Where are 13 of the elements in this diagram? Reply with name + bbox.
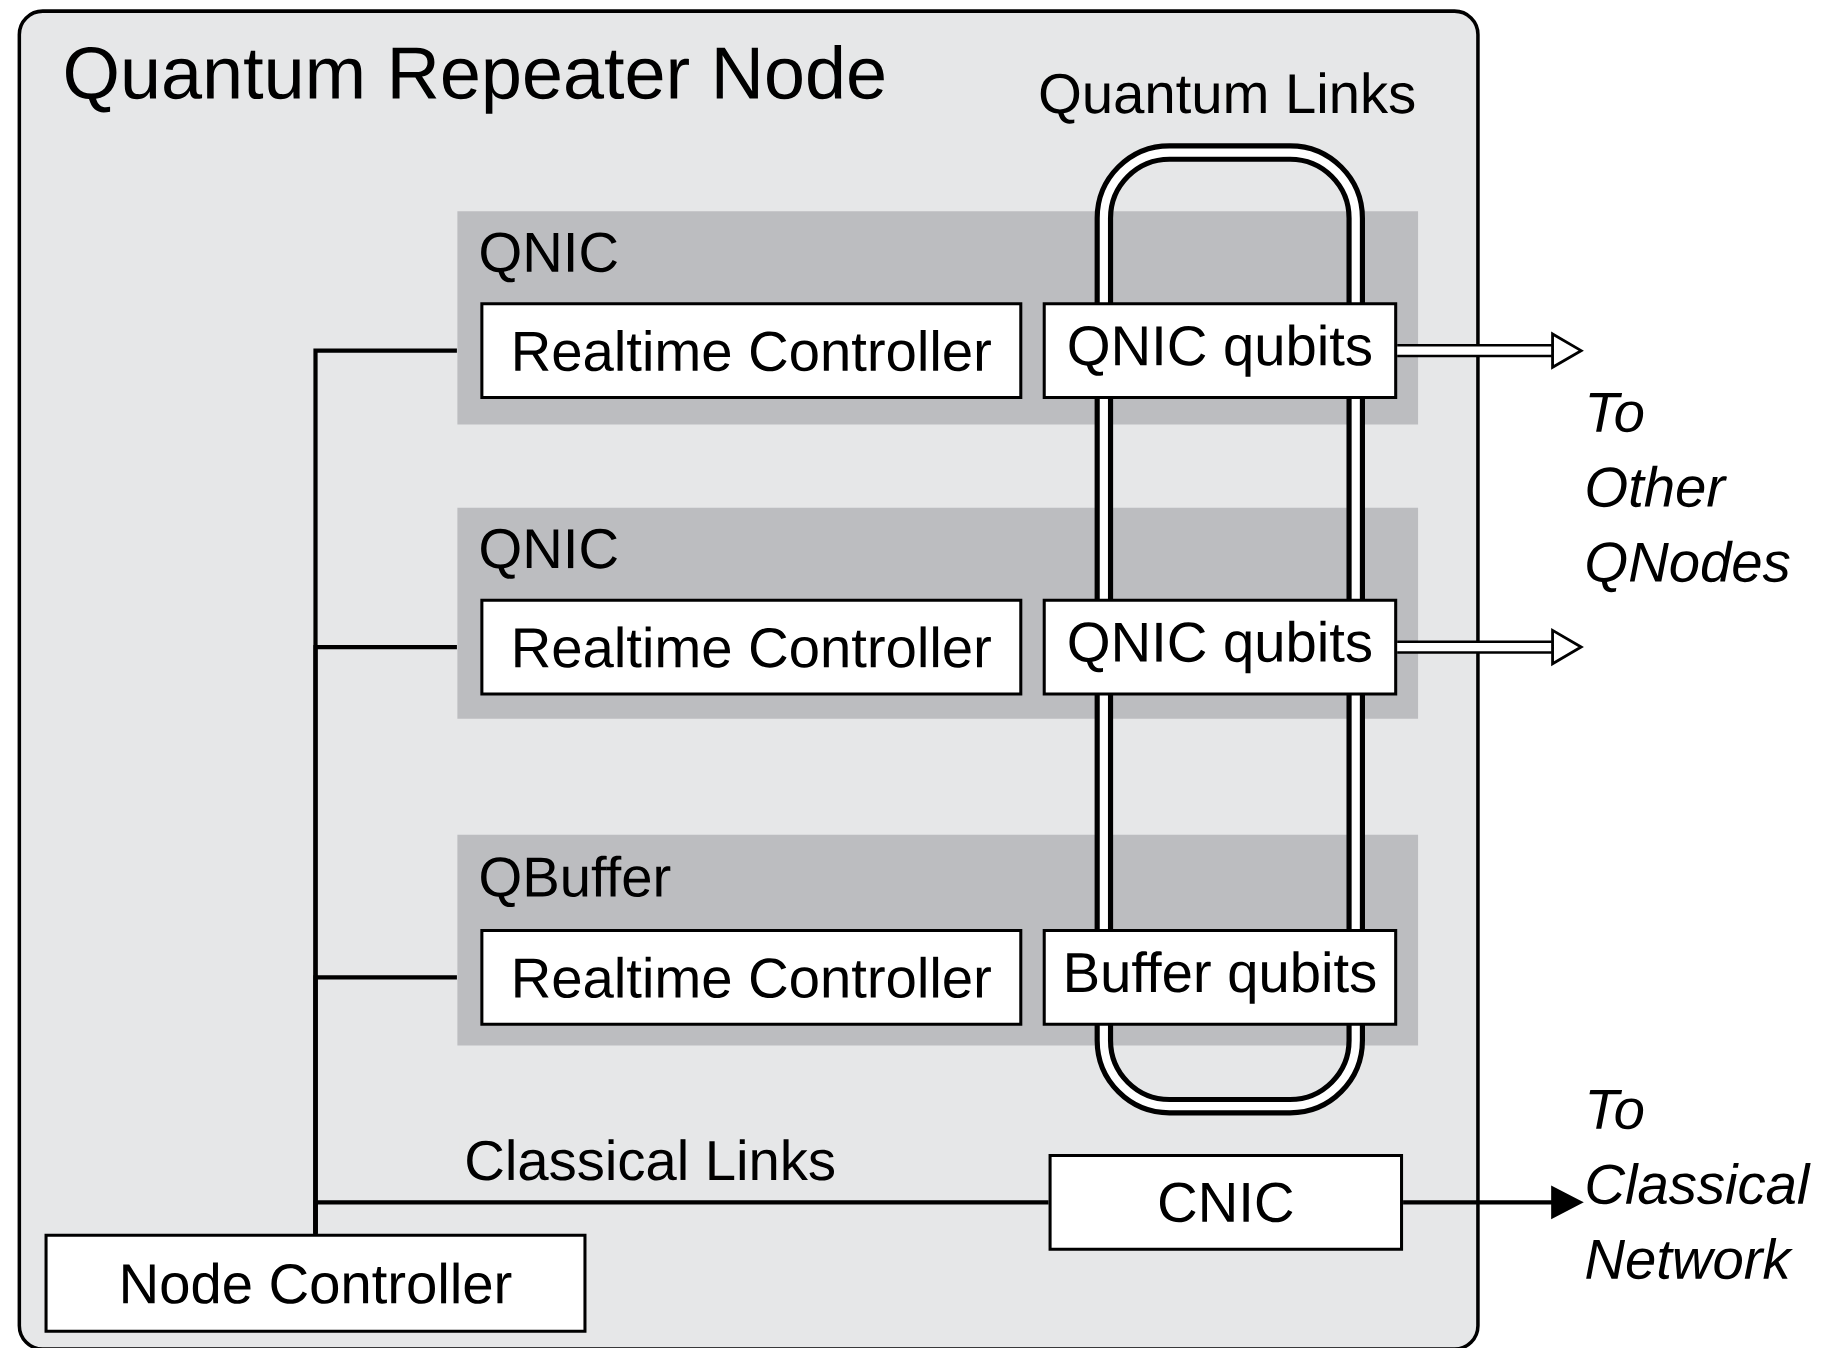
note-text: To Other QNodes — [1587, 392, 1790, 592]
component-box: CNIC — [1048, 1153, 1404, 1251]
edge-label: Classical Links — [459, 1134, 841, 1185]
component-box: Node Controller — [44, 1233, 587, 1333]
note-text: To Classical Network — [1586, 1089, 1811, 1279]
component-box: Buffer qubits — [1042, 928, 1398, 1026]
component-box: Realtime Controller — [480, 302, 1023, 399]
component-box: Realtime Controller — [480, 928, 1023, 1026]
link-label: Quantum Links — [1040, 72, 1415, 124]
connector-line — [313, 1200, 1049, 1234]
component-box: QNIC qubits — [1042, 302, 1398, 399]
component-box: Realtime Controller — [480, 598, 1023, 696]
component-box: QNIC qubits — [1042, 598, 1398, 696]
